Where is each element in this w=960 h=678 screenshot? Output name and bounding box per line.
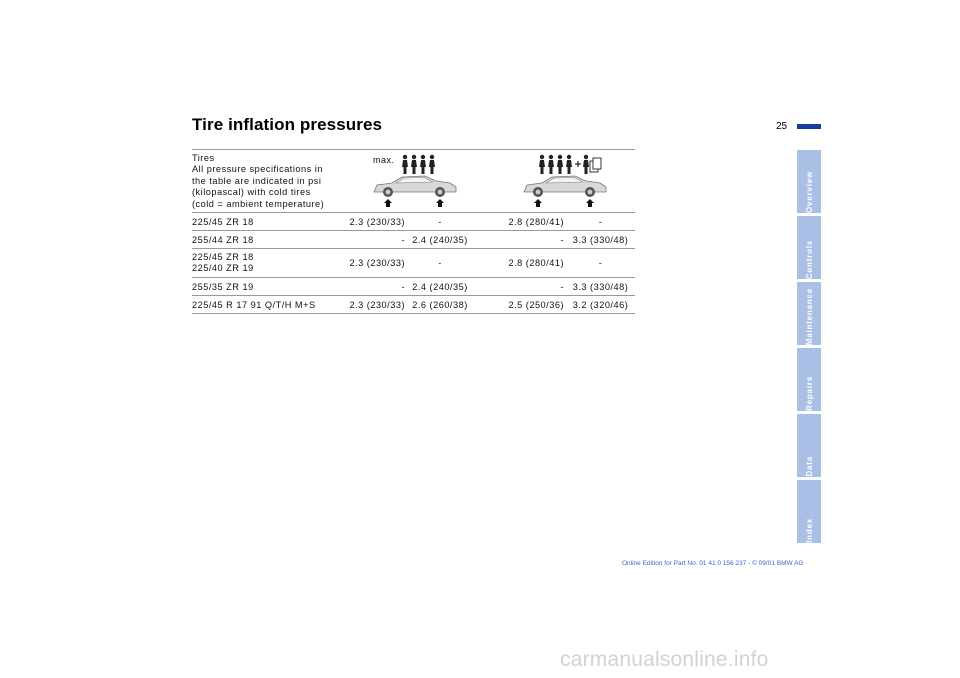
car-icon: [373, 175, 457, 197]
tab-label: Overview: [804, 171, 814, 213]
tire-size: 255/35 ZR 19: [192, 281, 254, 292]
pressure-front-full: 2.8 (280/41): [508, 216, 564, 227]
tire-size: 225/45 ZR 18: [192, 216, 254, 227]
pressure-front-full: 2.8 (280/41): [508, 258, 564, 268]
axle-arrow-icon: [384, 199, 444, 207]
page-title: Tire inflation pressures: [192, 115, 383, 134]
person-icon: [539, 154, 572, 174]
car-icon: [523, 175, 607, 197]
pressure-rear-normal: 2.4 (240/35): [412, 234, 468, 245]
pressure-rear-full: 3.2 (320/46): [572, 299, 629, 310]
table-row: 225/45 R 17 91 Q/T/H M+S 2.3 (230/33) 2.…: [192, 295, 635, 314]
site-watermark: carmanualsonline.info: [560, 648, 769, 671]
header-line: Tires: [192, 153, 215, 163]
pressure-rear-full: 3.3 (330/48): [572, 281, 629, 292]
tire-size-line: 225/45 ZR 18: [192, 251, 254, 262]
pressure-rear-normal: -: [438, 258, 442, 268]
header-line: (cold = ambient temperature): [192, 198, 325, 209]
tab-repairs[interactable]: Repairs: [797, 348, 821, 411]
table-header-text: Tires All pressure specifications in the…: [192, 153, 324, 210]
tab-controls[interactable]: Controls: [797, 216, 821, 279]
header-line: All pressure specifications in: [192, 164, 323, 175]
pressure-rear-full: 3.3 (330/48): [572, 234, 629, 245]
luggage-icon: [583, 154, 602, 174]
max-label: max.: [373, 155, 395, 165]
pressure-rear-full: -: [598, 216, 603, 227]
table-row: 255/35 ZR 19 - 2.4 (240/35) - 3.3 (330/4…: [192, 277, 635, 295]
pressure-front-full: -: [560, 234, 564, 245]
table-row: 225/45 ZR 18 225/40 ZR 19 2.3 (230/33) -…: [192, 248, 635, 277]
header-line: (kilopascal) with cold tires: [192, 187, 311, 198]
edition-footer: Online Edition for Part No. 01 41 0 156 …: [622, 560, 804, 567]
normal-load-car-figure: max.: [373, 154, 457, 207]
table-top-rule: [192, 149, 635, 150]
table-row: 225/45 ZR 18 2.3 (230/33) - 2.8 (280/41)…: [192, 212, 635, 230]
pressure-rear-full: -: [598, 258, 603, 268]
pressure-rear-normal: 2.4 (240/35): [412, 281, 468, 292]
page-marker-bar: [797, 124, 821, 129]
pressure-front-normal: -: [401, 281, 405, 292]
tab-maintenance[interactable]: Maintenance: [797, 282, 821, 345]
tire-pressure-table: Tires All pressure specifications in the…: [192, 149, 635, 314]
pressure-front-full: -: [560, 281, 564, 292]
axle-arrow-icon: [534, 199, 594, 207]
page-number: 25: [776, 121, 788, 132]
table-header: Tires All pressure specifications in the…: [192, 150, 635, 212]
tire-size-line: 225/40 ZR 19: [192, 263, 254, 273]
tab-label: Maintenance: [804, 287, 814, 345]
header-line: the table are indicated in psi: [192, 175, 322, 186]
tab-overview[interactable]: Overview: [797, 150, 821, 213]
table-row: 255/44 ZR 18 - 2.4 (240/35) - 3.3 (330/4…: [192, 230, 635, 248]
plus-icon: [575, 161, 581, 167]
tab-data[interactable]: Data: [797, 414, 821, 477]
pressure-front-normal: 2.3 (230/33): [349, 299, 405, 310]
person-icon: [402, 154, 435, 174]
tab-index[interactable]: Index: [797, 480, 821, 543]
pressure-front-normal: -: [401, 234, 405, 245]
full-load-car-figure: [523, 154, 607, 207]
tab-label: Index: [804, 518, 814, 543]
tire-size: 225/45 R 17 91 Q/T/H M+S: [192, 299, 316, 310]
tire-size: 225/45 ZR 18 225/40 ZR 19: [192, 249, 342, 277]
tab-label: Controls: [804, 239, 814, 279]
pressure-rear-normal: -: [438, 216, 442, 227]
tire-size: 255/44 ZR 18: [192, 234, 254, 245]
tab-label: Data: [804, 456, 814, 477]
pressure-front-normal: 2.3 (230/33): [349, 216, 405, 227]
pressure-rear-normal: 2.6 (260/38): [412, 299, 468, 310]
tab-label: Repairs: [804, 376, 814, 411]
pressure-front-normal: 2.3 (230/33): [349, 258, 405, 268]
pressure-front-full: 2.5 (250/36): [508, 299, 564, 310]
